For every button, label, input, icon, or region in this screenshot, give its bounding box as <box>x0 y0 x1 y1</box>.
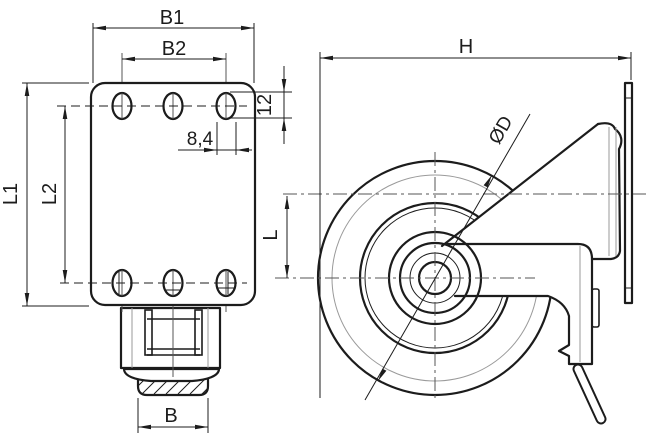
flange-dish <box>122 367 221 383</box>
fork-arm-top-edge <box>444 242 594 261</box>
dimension-h: H <box>319 36 632 398</box>
dimension-l1: L1 <box>0 82 89 307</box>
dim-label-h: H <box>459 36 473 58</box>
dimension-l: L <box>260 196 290 278</box>
dimension-l2: L2 <box>39 106 68 283</box>
fork-outline <box>453 122 623 366</box>
fork-top-edge <box>440 122 600 248</box>
dimension-slot-width: 8,4 <box>178 122 252 155</box>
mounting-plate <box>89 81 257 307</box>
dim-label-l: L <box>260 229 282 240</box>
dim-label-l2: L2 <box>39 183 61 205</box>
dimension-b1: B1 <box>92 7 255 83</box>
brake-pedal <box>572 363 607 425</box>
mounting-plate-side <box>623 81 634 305</box>
dim-label-diameter: ØD <box>485 113 517 148</box>
dimension-slot-height: 12 <box>230 66 292 144</box>
dim-label-l1: L1 <box>0 183 22 205</box>
dim-label-b1: B1 <box>160 7 184 29</box>
fork-outline <box>119 306 222 370</box>
fork-side-view <box>440 122 623 425</box>
fork-front-view <box>119 306 222 397</box>
front-view: B1 B2 12 8,4 <box>0 7 292 433</box>
dimension-b: B <box>137 398 209 433</box>
dimension-b2: B2 <box>122 38 226 62</box>
dim-label-b2: B2 <box>162 38 186 60</box>
dim-label-b: B <box>164 405 177 427</box>
dim-label-slot-height: 12 <box>254 94 276 116</box>
dim-label-slot-width: 8,4 <box>187 129 214 150</box>
side-view: H L ØD <box>260 36 646 425</box>
